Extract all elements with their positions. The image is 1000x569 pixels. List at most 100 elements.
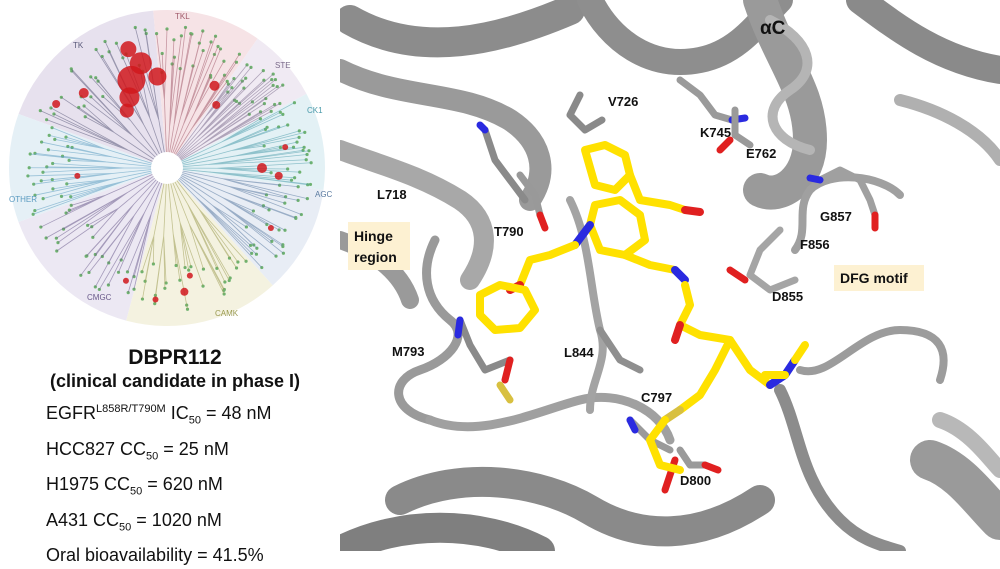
kinase-node xyxy=(38,108,42,113)
loop-right xyxy=(894,94,1000,166)
branch xyxy=(45,167,168,243)
d800-sidechain xyxy=(676,446,709,469)
kinase-node xyxy=(28,152,32,156)
f856-sidechain xyxy=(746,226,799,294)
branch xyxy=(166,48,225,169)
branch xyxy=(166,167,247,269)
inhibition-hit xyxy=(152,296,159,303)
d800-oxygen xyxy=(701,461,722,474)
branch xyxy=(166,167,204,287)
m793-oxygen xyxy=(501,356,514,384)
beta-strand-upper xyxy=(340,59,552,211)
branch xyxy=(70,68,168,169)
residue-label-g857: G857 xyxy=(820,209,852,224)
ligand-bicycle-edge xyxy=(516,241,579,289)
branch xyxy=(166,30,204,169)
assay-value: = 25 nM xyxy=(158,438,229,459)
assay-metric: CC xyxy=(93,509,120,530)
g857-backbone xyxy=(816,166,879,219)
loop-bottom-right xyxy=(774,384,906,551)
branch xyxy=(166,167,308,199)
kinase-node xyxy=(305,152,309,157)
l718-sidechain xyxy=(481,126,529,204)
residue-label-m793: M793 xyxy=(392,344,425,359)
residue-label-f856: F856 xyxy=(800,237,830,252)
kinase-node xyxy=(46,148,50,152)
branch xyxy=(166,167,311,186)
branch xyxy=(166,167,225,295)
inhibition-hit xyxy=(267,225,274,231)
figure: TK TKL STE CK1 AGC CAMK CMGC OTHER DBPR1… xyxy=(8,0,1000,565)
m793-sulfur xyxy=(496,381,514,404)
branch xyxy=(166,53,240,169)
branch xyxy=(166,67,252,169)
branch xyxy=(166,130,305,169)
branch xyxy=(33,167,168,215)
ligand-core-ring xyxy=(586,196,649,259)
inhibition-hit xyxy=(282,144,289,151)
branch xyxy=(61,96,168,169)
inhibition-hit xyxy=(180,287,189,296)
kinase-node xyxy=(297,135,301,139)
e762-sidechain xyxy=(731,106,754,149)
inhibition-hit xyxy=(52,100,61,108)
assay-metric: CC xyxy=(120,438,147,459)
inhibition-hit xyxy=(122,277,129,284)
branch xyxy=(166,27,193,169)
branch xyxy=(166,84,284,169)
branch xyxy=(41,141,168,169)
residue-label-e762: E762 xyxy=(746,146,776,161)
alpha-c-helix xyxy=(743,0,827,210)
kinase-node xyxy=(143,28,147,32)
branch xyxy=(166,124,288,169)
t790-oxygen xyxy=(536,211,549,232)
branch xyxy=(166,70,264,169)
assay-line-h1975: H1975 CC50 = 620 nM xyxy=(10,470,340,506)
kinase-node xyxy=(47,133,51,137)
ligand-amide-oxygen xyxy=(671,321,684,344)
helix-bottom xyxy=(385,466,775,547)
assay-cell: A431 xyxy=(46,509,94,530)
assay-metric: CC xyxy=(104,474,131,495)
g857-nitrogen xyxy=(806,174,824,184)
kinase-node xyxy=(151,262,155,266)
loop-right-lower xyxy=(796,326,948,384)
ribbon-faint-right xyxy=(932,412,1000,478)
ligand-linker-top xyxy=(626,171,689,214)
branch xyxy=(166,36,219,169)
c797-nitrogen xyxy=(626,416,639,434)
ligand-covalent-arm xyxy=(676,336,734,414)
family-label-camk: CAMK xyxy=(215,309,239,318)
egfr-mutation: L858R/T790M xyxy=(96,403,166,415)
residue-label-d800: D800 xyxy=(680,473,711,488)
branch xyxy=(166,167,231,283)
t790-sidechain xyxy=(516,171,544,219)
assay-value: = 1020 nM xyxy=(131,509,222,530)
inhibition-hit xyxy=(212,100,221,109)
inhibition-hit xyxy=(78,88,89,99)
assay-line-hcc827: HCC827 CC50 = 25 nM xyxy=(10,435,340,471)
beta-strand-top xyxy=(340,0,585,58)
assay-value: = 620 nM xyxy=(142,474,223,495)
helix-bottom-left xyxy=(340,512,555,551)
branch xyxy=(127,167,168,293)
ligand-acrylamide-chain xyxy=(676,281,774,389)
kinase-node xyxy=(307,149,311,153)
ligand-dbpr112 xyxy=(476,141,809,474)
branch xyxy=(166,103,281,169)
branch xyxy=(166,167,263,268)
branch xyxy=(166,167,284,254)
inhibition-hit xyxy=(119,103,134,118)
helix-top-right xyxy=(846,0,1000,84)
alpha-c-label: αC xyxy=(760,18,786,39)
branch xyxy=(154,167,168,304)
family-label-tkl: TKL xyxy=(175,12,190,21)
residue-label-t790: T790 xyxy=(494,224,524,239)
branch xyxy=(166,167,296,219)
compound-name: DBPR112 xyxy=(128,346,222,369)
ligand-phenyl-hinge xyxy=(476,281,539,334)
egfr-metric: IC xyxy=(170,403,189,423)
ligand-amide-nitrogen xyxy=(671,266,689,284)
branch xyxy=(166,79,278,169)
branch xyxy=(166,73,274,169)
